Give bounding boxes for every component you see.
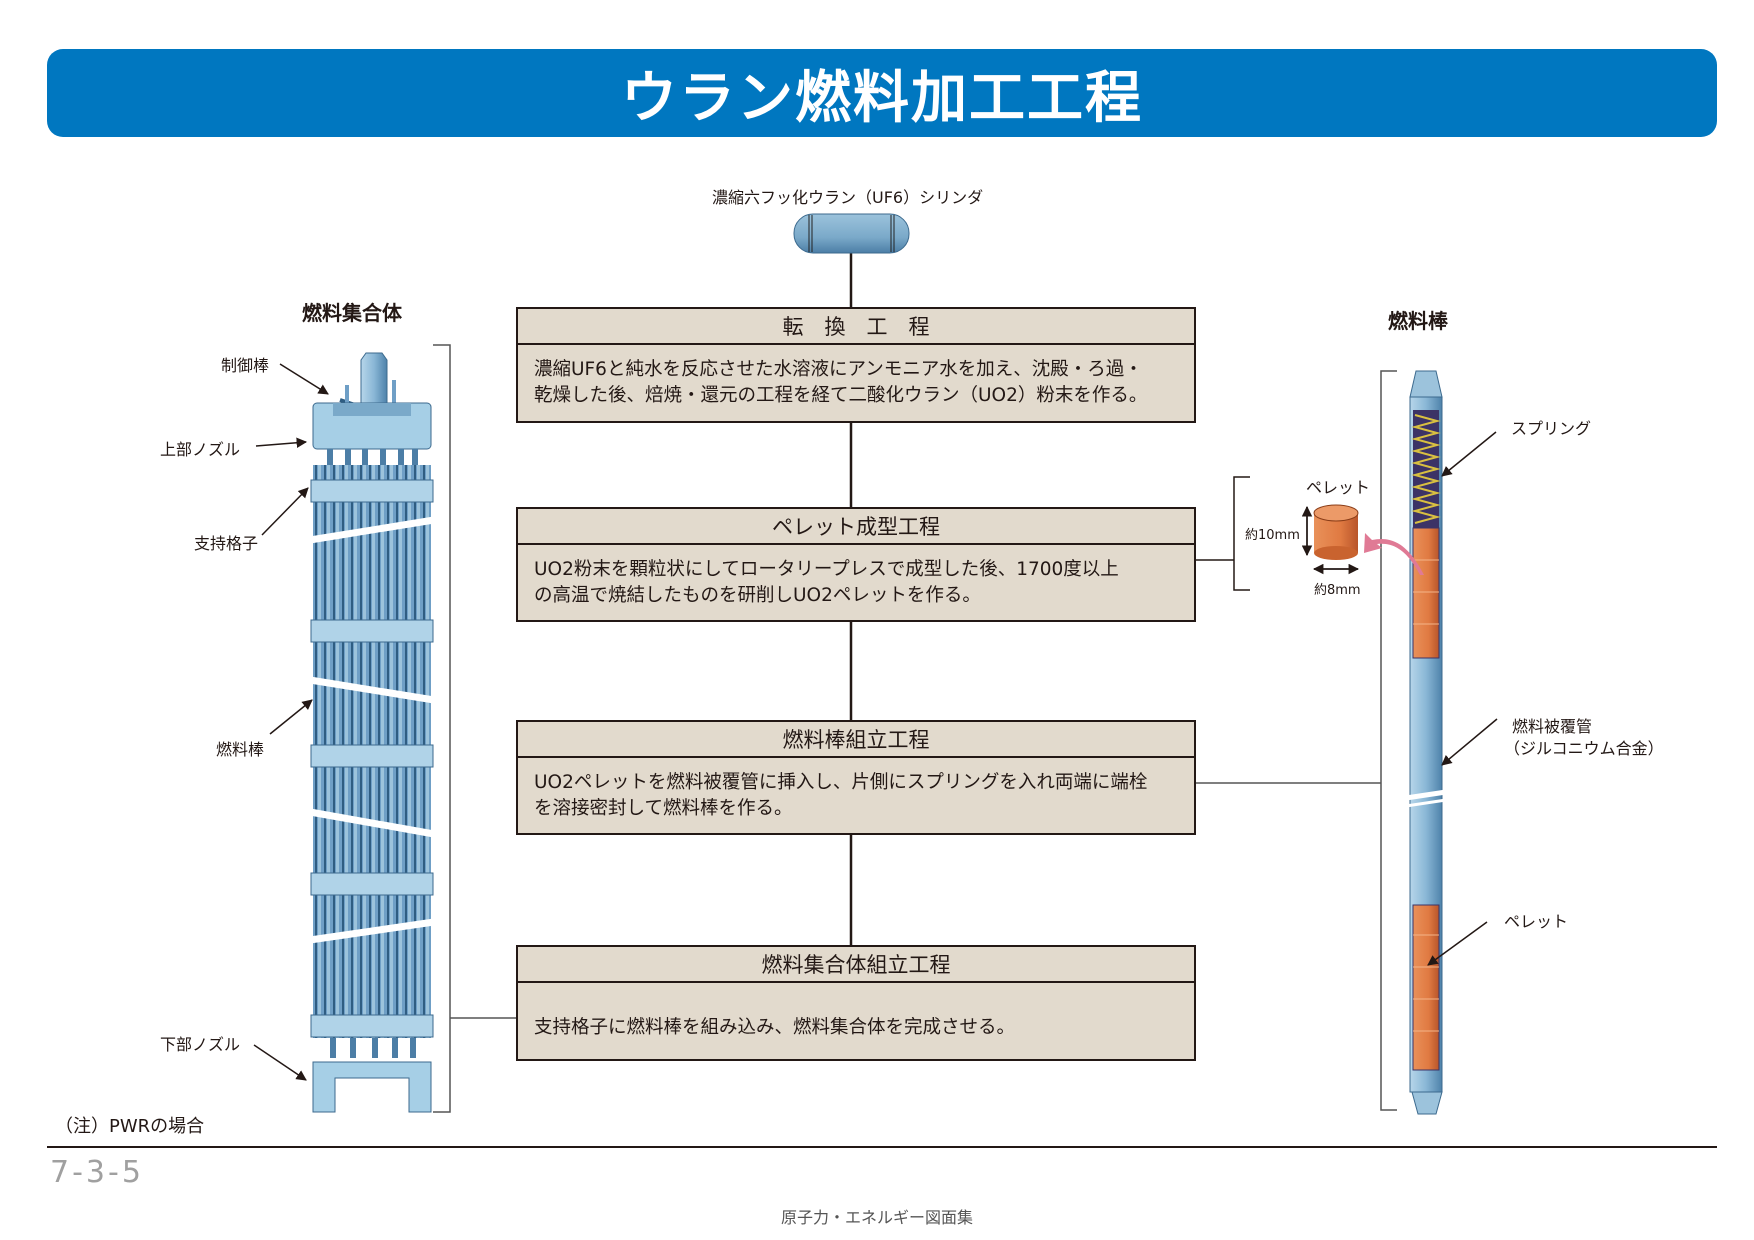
pellet-icon — [1313, 504, 1359, 560]
uf6-cylinder-label: 濃縮六フッ化ウラン（UF6）シリンダ — [712, 188, 984, 207]
description-line: 支持格子に燃料棒を組み込み、燃料集合体を完成させる。 — [534, 1017, 1016, 1038]
description-line: 乾燥した後、焙焼・還元の工程を経て二酸化ウラン（UO2）粉末を作る。 — [534, 385, 1148, 406]
process-description: UO2ペレットを燃料被覆管に挿入し、片側にスプリングを入れ両端に端栓 を溶接密封… — [518, 758, 1194, 822]
label-rod-pellet: ペレット — [1504, 912, 1569, 931]
page-number: 7-3-5 — [50, 1155, 144, 1190]
process-title: 転 換 工 程 — [518, 309, 1194, 345]
description-line: 濃縮UF6と純水を反応させた水溶液にアンモニア水を加え、沈殿・ろ過・ — [534, 359, 1143, 380]
uf6-cylinder-icon — [793, 213, 910, 254]
description-line: UO2ペレットを燃料被覆管に挿入し、片側にスプリングを入れ両端に端栓 — [534, 772, 1148, 793]
footer-divider — [47, 1146, 1717, 1148]
process-box-fuel-assembly: 燃料集合体組立工程 支持格子に燃料棒を組み込み、燃料集合体を完成させる。 — [516, 945, 1196, 1061]
process-box-rod-assembly: 燃料棒組立工程 UO2ペレットを燃料被覆管に挿入し、片側にスプリングを入れ両端に… — [516, 720, 1196, 835]
assembly-leader-arrows — [253, 363, 329, 1081]
label-cladding: 燃料被覆管 — [1512, 717, 1593, 736]
process-description: UO2粉末を顆粒状にしてロータリープレスで成型した後、1700度以上 の高温で焼… — [518, 545, 1194, 609]
description-line: を溶接密封して燃料棒を作る。 — [534, 798, 793, 819]
fuel-rod-heading: 燃料棒 — [1388, 309, 1448, 333]
description-line: UO2粉末を顆粒状にしてロータリープレスで成型した後、1700度以上 — [534, 559, 1119, 580]
pellet-detail-label: ペレット — [1306, 478, 1371, 497]
process-box-conversion: 転 換 工 程 濃縮UF6と純水を反応させた水溶液にアンモニア水を加え、沈殿・ろ… — [516, 307, 1196, 423]
process-description: 支持格子に燃料棒を組み込み、燃料集合体を完成させる。 — [518, 983, 1194, 1041]
process-box-pellet-forming: ペレット成型工程 UO2粉末を顆粒状にしてロータリープレスで成型した後、1700… — [516, 507, 1196, 622]
process-title: 燃料棒組立工程 — [518, 722, 1194, 758]
fuel-assembly-illustration — [309, 352, 435, 1113]
assembly-bracket — [433, 344, 516, 1113]
label-support-grid: 支持格子 — [194, 534, 259, 553]
pellet-dimension-arrows — [1301, 505, 1360, 575]
label-top-nozzle: 上部ノズル — [160, 440, 241, 459]
label-bottom-nozzle: 下部ノズル — [160, 1035, 241, 1054]
label-spring: スプリング — [1511, 419, 1592, 438]
rod-leader-arrows — [1427, 431, 1498, 966]
process-description: 濃縮UF6と純水を反応させた水溶液にアンモニア水を加え、沈殿・ろ過・ 乾燥した後… — [518, 345, 1194, 409]
fuel-rod-illustration — [1405, 370, 1447, 1115]
label-control-rod: 制御棒 — [221, 356, 270, 375]
pellet-bracket — [1196, 476, 1250, 591]
pellet-diameter-label: 約8mm — [1314, 583, 1361, 598]
title-bar: ウラン燃料加工工程 — [47, 49, 1717, 137]
pellet-extract-arrow — [1364, 533, 1424, 575]
label-cladding-material: （ジルコニウム合金） — [1504, 739, 1664, 758]
pwr-note: （注）PWRの場合 — [55, 1116, 205, 1137]
page-title: ウラン燃料加工工程 — [621, 65, 1143, 131]
fuel-assembly-heading: 燃料集合体 — [302, 301, 402, 325]
process-title: 燃料集合体組立工程 — [518, 947, 1194, 983]
process-title: ペレット成型工程 — [518, 509, 1194, 545]
rod-bracket — [1196, 370, 1397, 1111]
label-fuel-rod: 燃料棒 — [216, 740, 265, 759]
pellet-height-label: 約10mm — [1245, 528, 1300, 543]
description-line: の高温で焼結したものを研削しUO2ペレットを作る。 — [534, 585, 981, 606]
footer-caption: 原子力・エネルギー図面集 — [780, 1208, 973, 1227]
